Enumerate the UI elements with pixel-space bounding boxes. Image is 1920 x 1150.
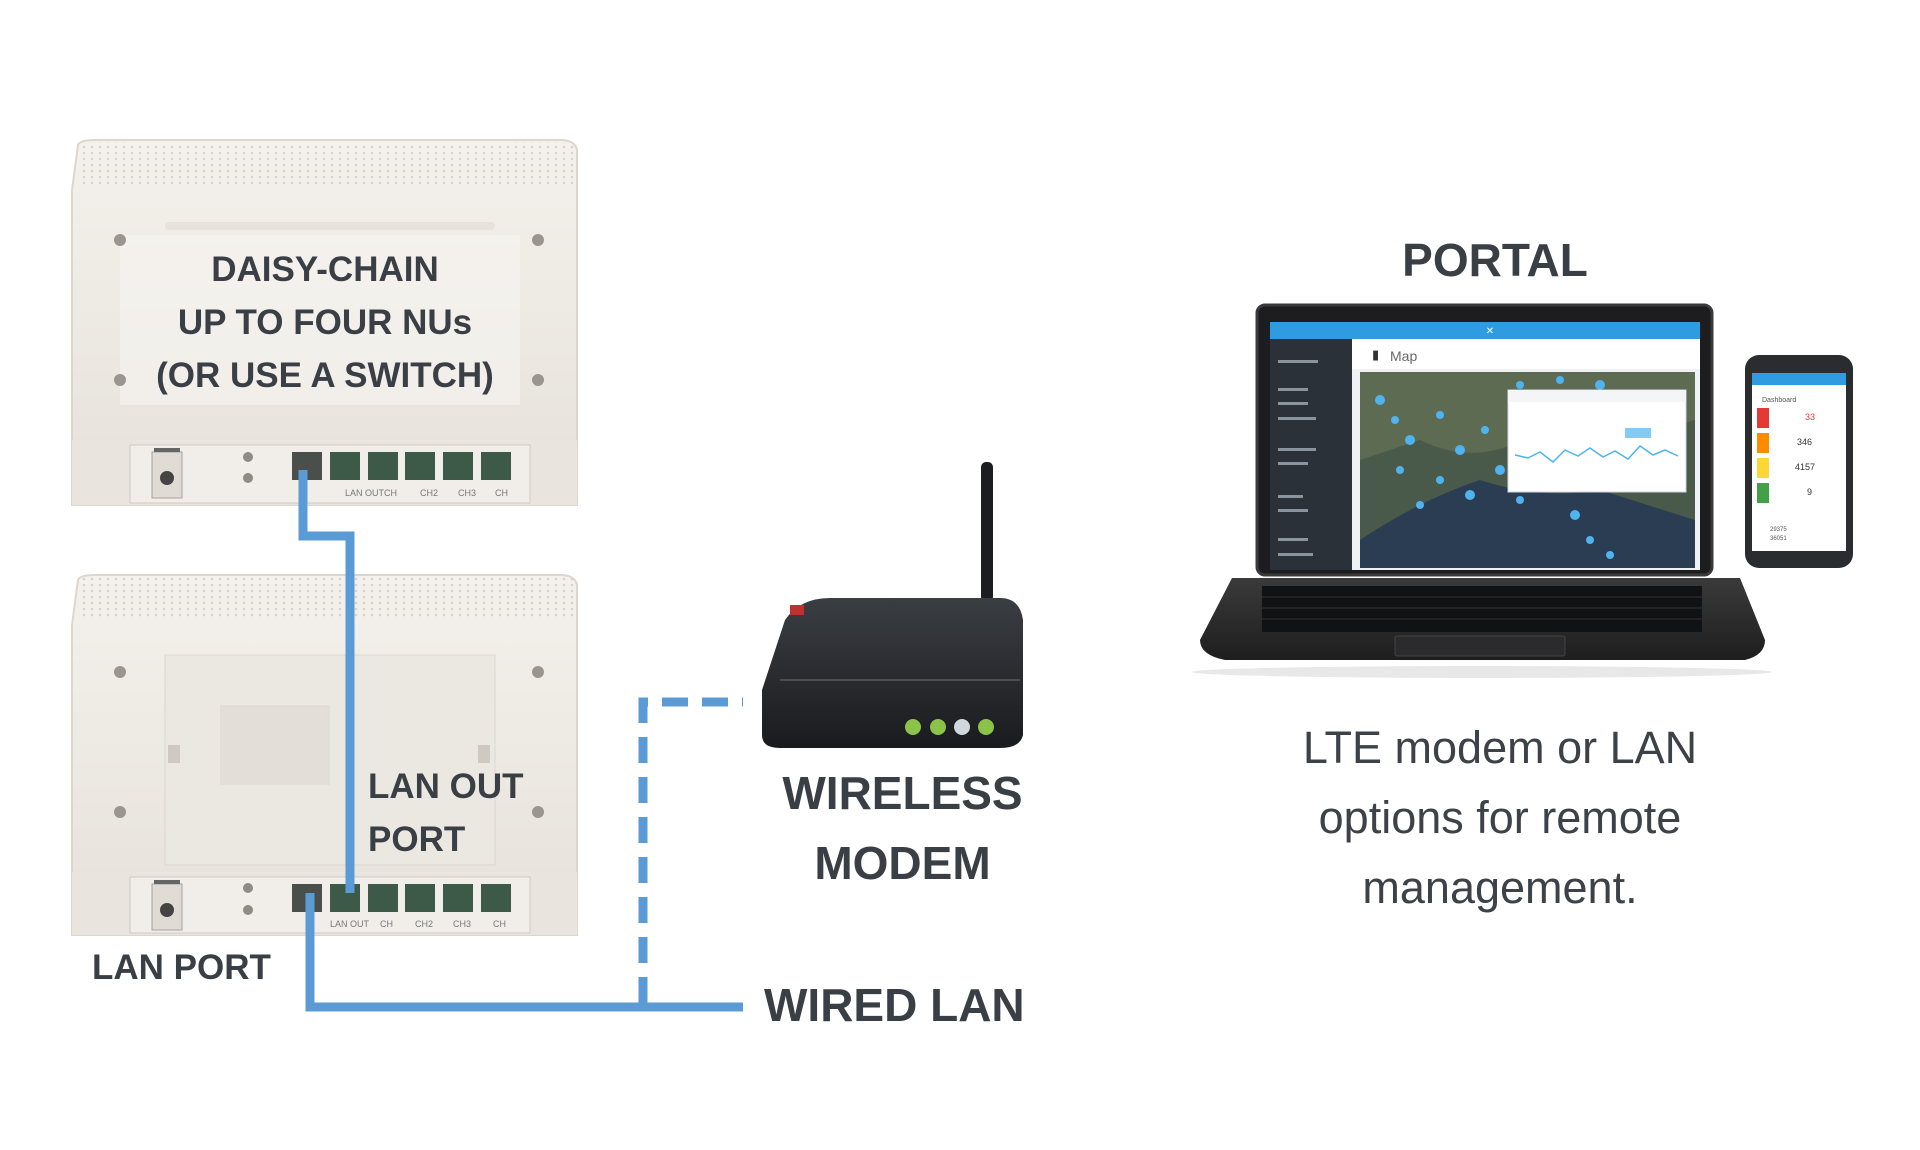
- caption-line-2: options for remote: [1318, 792, 1682, 843]
- top-nu-port-label-2: CH: [384, 488, 397, 498]
- top-nu-port-label-3: CH2: [420, 488, 438, 498]
- wireless-modem-line-2: MODEM: [814, 837, 991, 889]
- lan-out-port-line-1: LAN OUT: [368, 767, 524, 806]
- lan-out-port-line-2: PORT: [368, 820, 466, 859]
- bottom-nu-port-label-2: CH: [380, 919, 393, 929]
- bottom-nu-port-label-3: CH2: [415, 919, 433, 929]
- phone-device: Dashboard 33 346 4157 9 29375 36051: [1745, 355, 1853, 568]
- phone-footer-1: 29375: [1770, 527, 1787, 533]
- daisy-chain-label: DAISY-CHAIN UP TO FOUR NUs (OR USE A SWI…: [120, 243, 530, 402]
- bottom-nu-device: LAN OUT CH CH2 CH3 CH: [71, 574, 578, 936]
- lan-port-label: LAN PORT: [92, 948, 271, 987]
- caption-line-1: LTE modem or LAN: [1302, 722, 1698, 773]
- cables: [298, 470, 743, 1012]
- lan-out-port-label: LAN OUT PORT: [368, 760, 524, 866]
- laptop-device: ✕ ▮ Map: [1192, 303, 1772, 678]
- daisy-chain-cable: [298, 470, 355, 893]
- svg-text:✕: ✕: [1486, 326, 1494, 337]
- phone-stat-4: 9: [1807, 487, 1812, 497]
- top-nu-port-label-5: CH: [495, 488, 508, 498]
- bottom-nu-port-label-1: LAN OUT: [330, 919, 370, 929]
- bottom-nu-port-label-5: CH: [493, 919, 506, 929]
- phone-title: Dashboard: [1762, 397, 1796, 404]
- phone-stat-3: 4157: [1795, 462, 1815, 472]
- bottom-nu-port-label-4: CH3: [453, 919, 471, 929]
- wireless-modem-device: [762, 462, 1023, 748]
- wired-lan-label: WIRED LAN: [764, 979, 1025, 1031]
- phone-stat-1: 33: [1805, 412, 1815, 422]
- phone-stat-2: 346: [1797, 437, 1812, 447]
- top-nu-device: LAN OUT CH CH2 CH3 CH: [71, 139, 578, 506]
- daisy-chain-line-1: DAISY-CHAIN: [211, 250, 439, 289]
- caption-line-3: management.: [1362, 862, 1638, 913]
- wired-lan-cable: [305, 893, 743, 1012]
- phone-footer-2: 36051: [1770, 536, 1787, 542]
- wireless-modem-line-1: WIRELESS: [782, 767, 1023, 819]
- top-nu-port-label-4: CH3: [458, 488, 476, 498]
- remote-management-caption: LTE modem or LAN options for remote mana…: [1225, 713, 1775, 923]
- top-nu-ports: [292, 452, 511, 480]
- svg-text:▮: ▮: [1372, 347, 1379, 362]
- laptop-map-title: Map: [1390, 348, 1417, 364]
- bottom-nu-ports: [292, 884, 511, 912]
- daisy-chain-line-3: (OR USE A SWITCH): [156, 356, 494, 395]
- top-nu-port-label-1: LAN OUT: [345, 488, 385, 498]
- portal-label: PORTAL: [1402, 234, 1588, 286]
- wireless-modem-label: WIRELESS MODEM: [760, 758, 1045, 898]
- wireless-modem-cable: [638, 697, 743, 1003]
- daisy-chain-line-2: UP TO FOUR NUs: [177, 303, 473, 342]
